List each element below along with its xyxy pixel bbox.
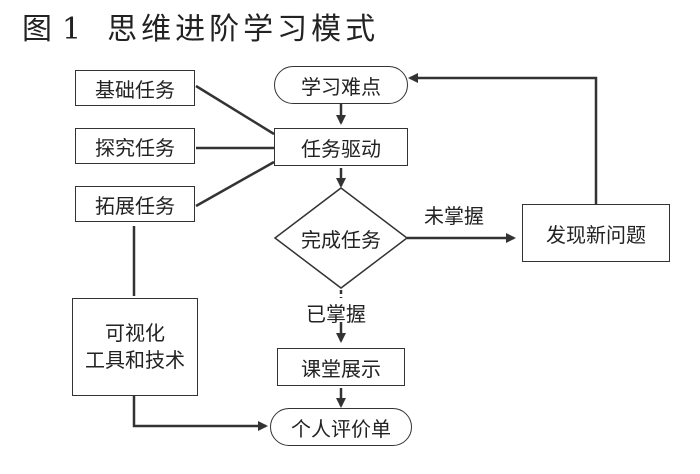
label-not-mastered: 未掌握 [424,204,484,228]
edge-newproblem-to-difficulty [408,73,598,204]
edge-visual-to-eval [132,396,268,431]
node-visual-tools-line1: 可视化 [105,321,165,345]
node-learning-difficulty-label: 学习难点 [301,74,381,99]
figure-title-text: 思维进阶学习模式 [107,12,380,47]
node-basic-task: 基础任务 [75,70,195,106]
node-personal-eval: 个人评价单 [270,408,412,446]
node-visual-tools-line2: 工具和技术 [85,348,185,372]
edge-extend-to-driven [195,160,275,208]
node-explore-task-label: 探究任务 [95,135,175,160]
node-explore-task: 探究任务 [75,128,195,164]
node-task-driven-label: 任务驱动 [301,136,381,161]
node-extend-task-label: 拓展任务 [95,193,175,218]
node-task-driven: 任务驱动 [274,128,408,166]
node-complete-task-label: 完成任务 [301,227,381,252]
edge-basic-to-driven [195,84,275,136]
node-class-show: 课堂展示 [277,348,405,386]
figure-number: 1 [62,12,86,47]
node-class-show-label: 课堂展示 [301,356,381,381]
node-new-problem-label: 发现新问题 [546,222,646,247]
complete-task-diamond [273,187,409,289]
node-complete-task: 完成任务 [281,222,401,254]
node-learning-difficulty: 学习难点 [274,66,408,104]
label-mastered: 已掌握 [306,302,366,326]
node-visual-tools: 可视化 工具和技术 [72,298,198,396]
node-basic-task-label: 基础任务 [95,77,175,102]
node-personal-eval-label: 个人评价单 [291,416,391,441]
node-extend-task: 拓展任务 [75,186,195,222]
figure-prefix: 图 [22,12,56,47]
node-new-problem: 发现新问题 [522,204,670,262]
